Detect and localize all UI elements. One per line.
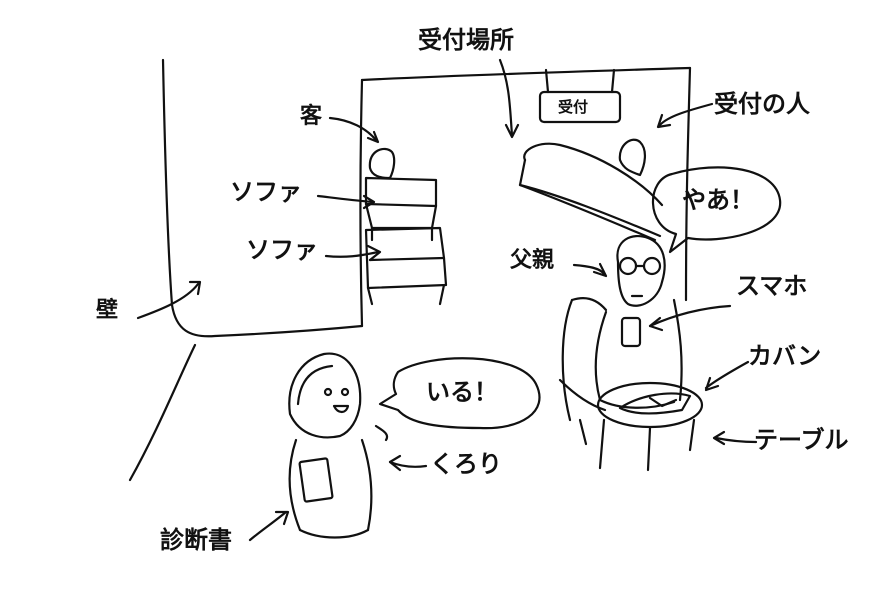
bag-label: カバン <box>748 342 822 370</box>
wall-label: 壁 <box>96 298 119 323</box>
kuroro-speech-bubble-shape <box>378 357 541 430</box>
smartphone-label: スマホ <box>736 272 808 300</box>
chair <box>558 297 608 446</box>
receptionist-label: 受付の人 <box>714 90 810 118</box>
table <box>596 381 704 472</box>
lower-sofa <box>364 226 448 306</box>
reception-counter <box>518 142 664 242</box>
table-label: テーブル <box>754 426 849 454</box>
father-figure <box>594 235 683 409</box>
annotation-arrows <box>136 58 758 542</box>
father-speech-bubble-shape <box>651 166 782 254</box>
father-speech-text: やあ！ <box>682 186 754 214</box>
guest-figure <box>368 147 396 180</box>
medical-certificate-paper <box>298 457 334 503</box>
receptionist-figure <box>618 138 646 177</box>
guest-label: 客 <box>300 104 323 129</box>
back-room <box>359 66 692 328</box>
reception-area-label: 受付場所 <box>418 26 514 54</box>
sofa-upper-label: ソファ <box>230 178 302 206</box>
bag <box>618 392 692 415</box>
kuroro-figure <box>288 352 389 539</box>
medical-certificate-label: 診断書 <box>160 526 232 554</box>
father-label: 父親 <box>510 248 555 273</box>
smartphone <box>620 316 642 348</box>
reception-sign-label: 受付 <box>558 98 589 116</box>
reception-sign <box>538 68 622 124</box>
sofa-lower-label: ソファ <box>246 236 318 264</box>
kuroro-speech-text: いる！ <box>426 378 498 406</box>
wall-outline <box>128 58 364 482</box>
kuroro-label: くろり <box>430 450 502 478</box>
